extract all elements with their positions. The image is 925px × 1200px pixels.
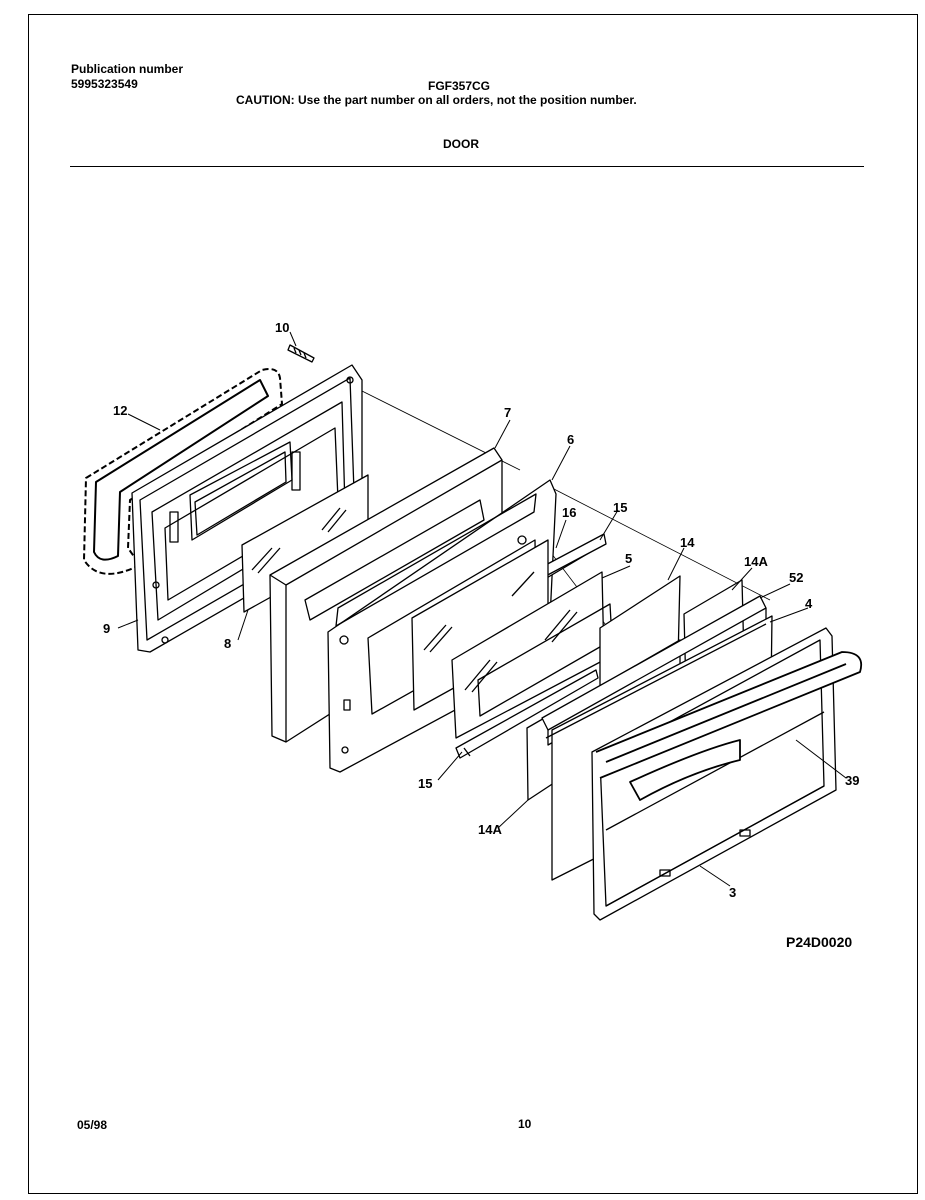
callout-39: 39 bbox=[845, 773, 860, 788]
callout-14a-bottom: 14A bbox=[478, 822, 502, 837]
page-number: 10 bbox=[518, 1117, 532, 1131]
publication-label: Publication number bbox=[71, 62, 184, 76]
callout-15-top: 15 bbox=[613, 500, 628, 515]
publication-number: 5995323549 bbox=[71, 77, 138, 91]
callout-8: 8 bbox=[224, 636, 232, 651]
callout-7: 7 bbox=[504, 405, 512, 420]
footer-date: 05/98 bbox=[77, 1118, 108, 1132]
diagram-code: P24D0020 bbox=[786, 934, 853, 950]
callout-10: 10 bbox=[275, 320, 290, 335]
callout-16: 16 bbox=[562, 505, 577, 520]
part-12-door-gasket bbox=[83, 368, 283, 575]
callout-9: 9 bbox=[103, 621, 111, 636]
callout-14: 14 bbox=[680, 535, 695, 550]
callout-3: 3 bbox=[729, 885, 737, 900]
caution-note: CAUTION: Use the part number on all orde… bbox=[236, 93, 637, 107]
part-15-lower-retainer bbox=[455, 669, 599, 759]
part-10-screw bbox=[287, 344, 315, 363]
leader-lines bbox=[117, 331, 847, 887]
callout-15-bottom: 15 bbox=[418, 776, 433, 791]
page-border bbox=[28, 14, 918, 1194]
part-39-door-handle bbox=[595, 651, 863, 801]
callout-52: 52 bbox=[789, 570, 804, 585]
model-number: FGF357CG bbox=[428, 79, 491, 93]
callout-4: 4 bbox=[805, 596, 813, 611]
callout-5: 5 bbox=[625, 551, 633, 566]
callout-6: 6 bbox=[567, 432, 575, 447]
section-title: DOOR bbox=[443, 137, 479, 151]
header-rule bbox=[70, 166, 864, 167]
callout-12: 12 bbox=[113, 403, 128, 418]
callout-14a-top: 14A bbox=[744, 554, 768, 569]
